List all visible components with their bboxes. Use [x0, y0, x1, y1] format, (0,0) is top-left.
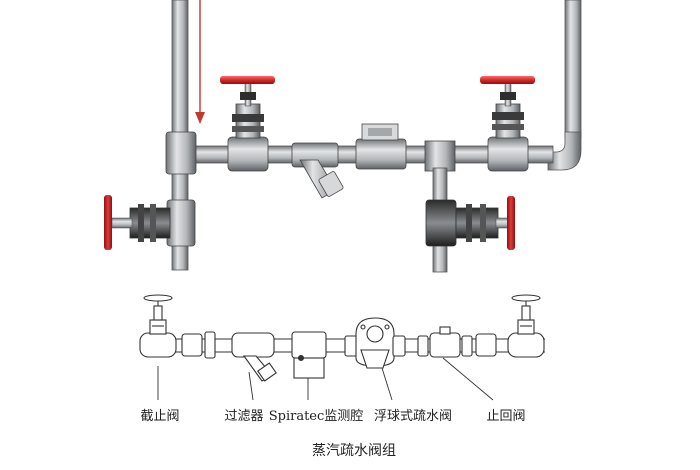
right-elbow [547, 131, 582, 171]
schematic-union-2 [204, 331, 216, 359]
right-vertical-pipe [564, 0, 582, 139]
handwheel-icon [480, 76, 535, 84]
spiratec-chamber-3d [355, 123, 407, 170]
right-shutoff-valve-3d [480, 76, 535, 172]
strainer-3d [291, 142, 344, 199]
schematic-check-valve [417, 326, 473, 358]
handwheel-icon [507, 196, 515, 250]
label-strainer: 过滤器 [224, 409, 264, 424]
left-side-valve-3d [104, 195, 196, 250]
diagram-caption: 蒸汽疏水阀组 [312, 443, 396, 459]
label-check-valve: 止回阀 [486, 409, 526, 424]
flow-arrow-icon [195, 0, 205, 124]
schematic-left-shutoff-valve [139, 294, 177, 358]
schematic-line-drawing [139, 294, 545, 401]
leader-strainer [248, 371, 254, 401]
label-spiratec-chamber: Spiratec监测腔 [268, 409, 364, 424]
schematic-right-shutoff-valve [507, 294, 545, 358]
schematic-spiratec-chamber [291, 331, 327, 379]
handwheel-icon [220, 76, 275, 84]
label-shutoff-valve: 截止阀 [140, 409, 180, 424]
schematic-float-trap [344, 317, 406, 369]
bottom-center-valve-3d [425, 196, 515, 250]
leader-check-valve [442, 357, 494, 401]
handwheel-icon [104, 195, 112, 250]
schematic-union-3 [475, 333, 497, 357]
left-shutoff-valve-3d [220, 76, 275, 172]
label-float-trap: 浮球式疏水阀 [373, 409, 453, 424]
schematic-union-1 [181, 333, 203, 357]
center-tee [424, 140, 456, 172]
left-tee [165, 131, 197, 175]
leader-float-trap [381, 367, 393, 401]
schematic-strainer [231, 332, 277, 382]
pipe-assembly-3d [104, 0, 582, 273]
leader-lines [157, 357, 494, 401]
